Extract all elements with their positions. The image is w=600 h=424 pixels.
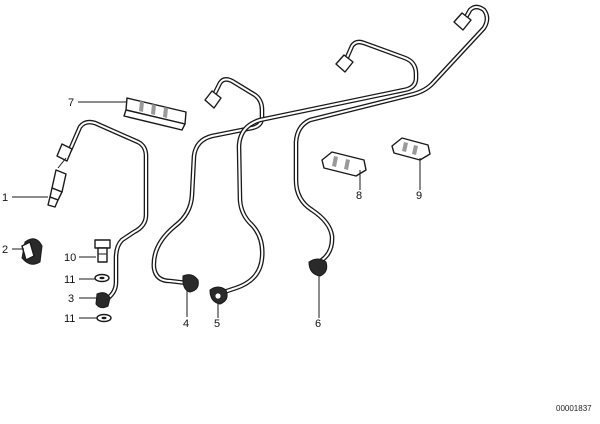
diagram-reference-number: 00001837 [556, 404, 592, 413]
callouts: 1 2 3 4 5 6 7 8 9 10 11 11 [2, 97, 422, 330]
callout-4: 4 [183, 318, 189, 330]
callout-11-upper: 11 [64, 274, 75, 286]
injection-pipe-5 [209, 39, 419, 305]
leader-lines [12, 101, 421, 319]
injection-pipe-4 [151, 77, 265, 293]
seal-washer-lower [96, 313, 112, 323]
injection-pipe-1 [56, 119, 149, 303]
callout-3: 3 [68, 293, 74, 305]
callout-9: 9 [416, 190, 422, 202]
callout-2: 2 [2, 244, 8, 256]
connector-2 [21, 238, 43, 265]
pipe-clamp-bar [123, 97, 187, 131]
callout-10: 10 [64, 252, 76, 264]
callout-5: 5 [214, 318, 220, 330]
callout-8: 8 [356, 190, 362, 202]
banjo-fitting [95, 292, 111, 309]
callout-6: 6 [315, 318, 321, 330]
clamp-8 [321, 151, 367, 177]
hollow-bolt [94, 239, 111, 263]
callout-1: 1 [2, 192, 8, 204]
callout-11-lower: 11 [64, 313, 75, 325]
injector-nozzle [47, 157, 67, 208]
clamp-9 [391, 137, 431, 161]
seal-washer-upper [94, 273, 110, 283]
injection-pipe-6 [293, 4, 490, 277]
callout-7: 7 [68, 97, 74, 109]
